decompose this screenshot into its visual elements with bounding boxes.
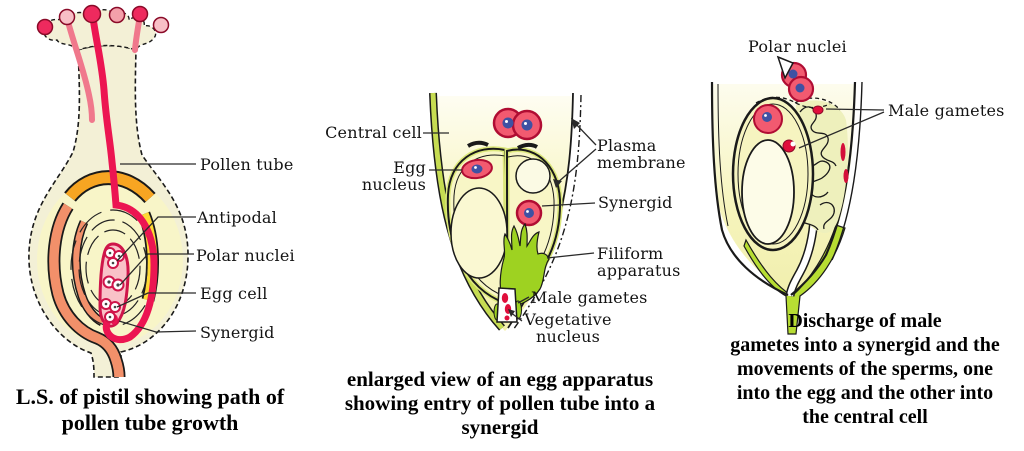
- egg-apparatus-drawing: [423, 92, 597, 331]
- label-pollen-tube: Pollen tube: [200, 155, 294, 174]
- label-central-cell: Central cell: [325, 123, 422, 142]
- left-leader-lines: [116, 163, 197, 333]
- label-filiform-apparatus: Filiform apparatus: [597, 244, 681, 281]
- label-antipodal: Antipodal: [197, 208, 277, 227]
- caption-line: into the egg and the other into: [736, 382, 994, 404]
- label-egg-nucleus: Egg nucleus: [361, 158, 426, 195]
- caption-line: showing entry of pollen tube into a: [344, 391, 656, 415]
- caption-line: movements of the sperms, one: [736, 358, 994, 380]
- label-synergid-left: Synergid: [200, 323, 275, 342]
- caption-line: enlarged view of an egg apparatus: [346, 367, 654, 391]
- caption-discharge: Discharge of male gametes into a synergi…: [700, 309, 1024, 429]
- caption-line: Discharge of male: [788, 310, 942, 332]
- caption-line: L.S. of pistil showing path of: [15, 384, 285, 409]
- caption-line: pollen tube growth: [61, 410, 239, 435]
- label-polar-nuclei-right: Polar nuclei: [748, 37, 847, 56]
- caption-line: gametes into a synergid and the: [730, 334, 1000, 356]
- label-polar-nuclei-left: Polar nuclei: [196, 246, 295, 265]
- pistil-drawing: [28, 4, 197, 378]
- caption-line: synergid: [461, 415, 539, 439]
- discharge-drawing: [710, 55, 885, 335]
- label-synergid-middle: Synergid: [598, 193, 673, 212]
- caption-line: the central cell: [802, 406, 928, 428]
- middle-leader-lines: [423, 121, 597, 322]
- label-vegetative-nucleus: Vegetative nucleus: [524, 310, 612, 347]
- right-leader-lines: [798, 108, 885, 149]
- polar-nuclei-arrow: [776, 55, 795, 80]
- caption-pistil: L.S. of pistil showing path of pollen tu…: [0, 384, 300, 436]
- label-male-gametes-right: Male gametes: [888, 101, 1005, 120]
- label-egg-cell: Egg cell: [200, 284, 268, 303]
- label-plasma-membrane: Plasma membrane: [597, 136, 686, 173]
- label-male-gametes-middle: Male gametes: [531, 288, 648, 307]
- caption-egg-apparatus: enlarged view of an egg apparatus showin…: [330, 367, 670, 439]
